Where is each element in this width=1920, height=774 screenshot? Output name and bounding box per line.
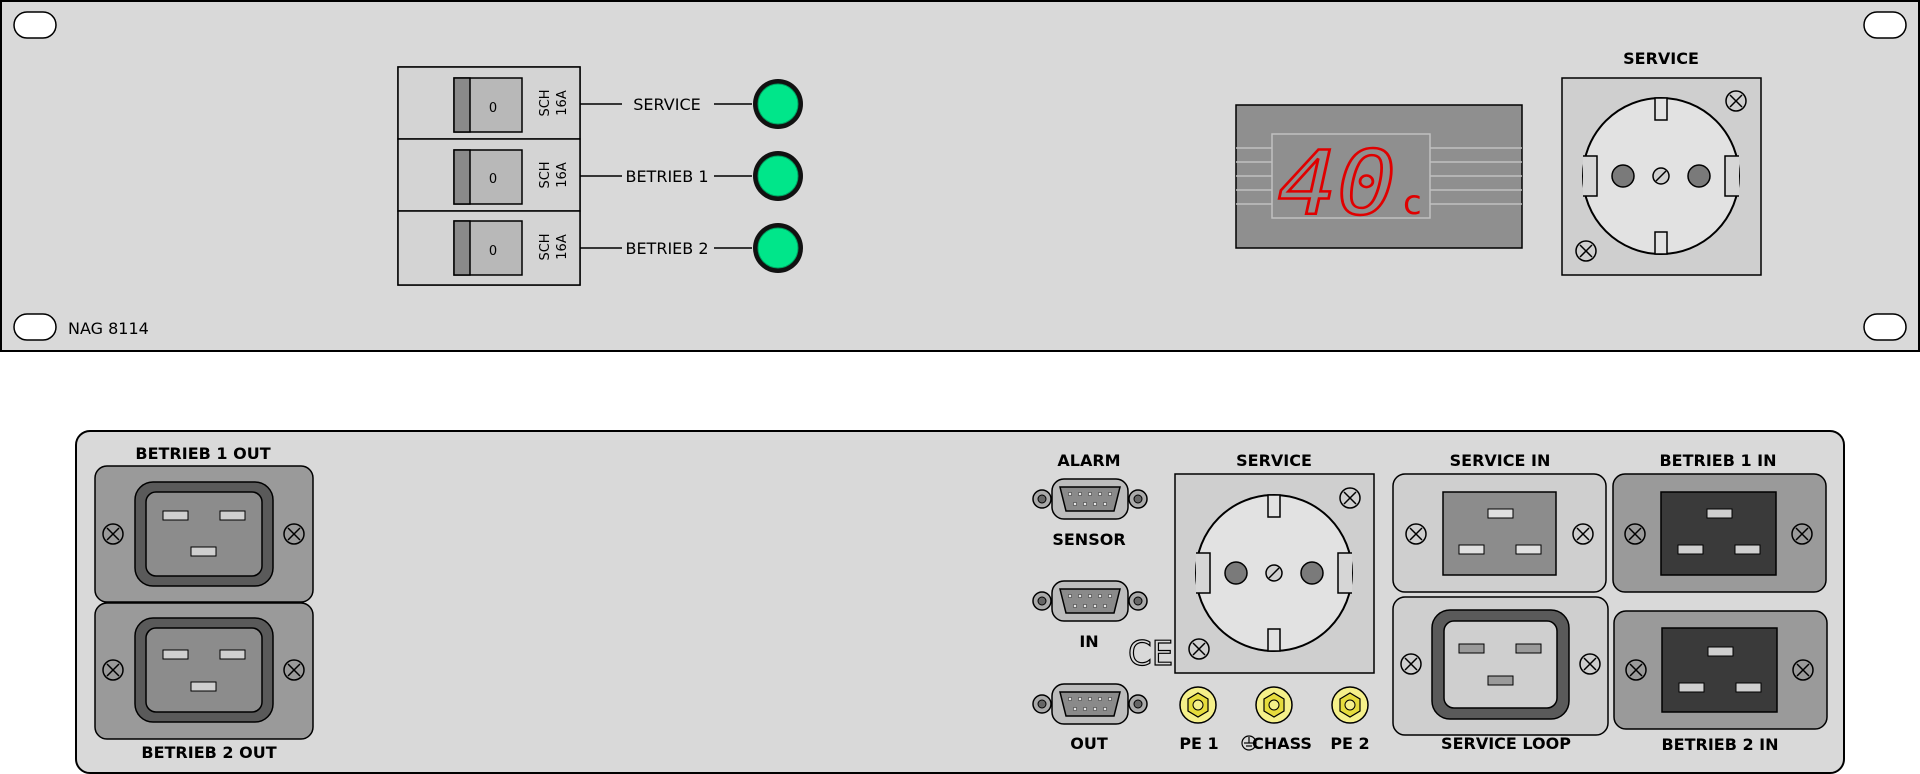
toggle-label: 0 xyxy=(489,244,497,259)
pe-1-label: PE 1 xyxy=(1179,734,1218,753)
breaker-label-betrieb-2: BETRIEB 2 xyxy=(625,239,708,258)
service-socket-label: SERVICE xyxy=(1623,49,1699,68)
betrieb-1-in-label: BETRIEB 1 IN xyxy=(1659,451,1776,470)
pe-1-terminal[interactable] xyxy=(1179,686,1217,724)
mount-hole xyxy=(13,11,57,39)
service-rear-label: SERVICE xyxy=(1236,451,1312,470)
chass-label: CHASS xyxy=(1252,734,1312,753)
model-label: NAG 8114 xyxy=(68,319,149,338)
service-socket-front[interactable] xyxy=(1561,77,1762,276)
betrieb-2-out-connector[interactable] xyxy=(94,602,314,740)
pe-2-terminal[interactable] xyxy=(1331,686,1369,724)
led-betrieb-2 xyxy=(757,227,799,269)
breaker-betrieb-2[interactable]: 0 SCH 16A xyxy=(397,210,581,286)
alarm-label: ALARM xyxy=(1057,451,1120,470)
breaker-betrieb-1[interactable]: 0 SCH 16A xyxy=(397,138,581,212)
chassis-terminal[interactable] xyxy=(1255,686,1293,724)
mount-hole xyxy=(1863,11,1907,39)
betrieb-1-out-connector[interactable] xyxy=(94,465,314,603)
front-panel: NAG 8114 0 SCH 16A 0 SCH 16A xyxy=(0,0,1920,352)
rear-panel: BETRIEB 1 OUT BETRIEB 2 OUT ALARM SENSO xyxy=(75,430,1845,774)
betrieb-2-in-label: BETRIEB 2 IN xyxy=(1661,735,1778,754)
rating-label: SCH xyxy=(538,161,553,188)
rating-label: SCH xyxy=(538,233,553,260)
service-socket-rear[interactable] xyxy=(1174,473,1375,674)
betrieb-1-out-label: BETRIEB 1 OUT xyxy=(135,444,270,463)
mount-hole xyxy=(1863,313,1907,341)
service-loop-label: SERVICE LOOP xyxy=(1441,734,1571,753)
breaker-label-service: SERVICE xyxy=(633,95,700,114)
toggle-label: 0 xyxy=(489,101,497,116)
temperature-display: 40 c xyxy=(1235,104,1523,249)
rating-label: 16A xyxy=(555,234,570,260)
breaker-bank: 0 SCH 16A 0 SCH 16A 0 SCH 16A xyxy=(397,66,581,286)
service-in-label: SERVICE IN xyxy=(1450,451,1551,470)
breaker-label-betrieb-1: BETRIEB 1 xyxy=(625,167,708,186)
betrieb-1-in-connector[interactable] xyxy=(1612,473,1827,593)
ground-icon xyxy=(1241,735,1257,751)
betrieb-2-out-label: BETRIEB 2 OUT xyxy=(141,743,276,762)
temperature-unit: c xyxy=(1403,183,1422,223)
temperature-value: 40 xyxy=(1278,132,1396,235)
sensor-label: SENSOR xyxy=(1052,530,1125,549)
rating-label: SCH xyxy=(538,89,553,116)
led-betrieb-1 xyxy=(757,155,799,197)
rating-label: 16A xyxy=(555,162,570,188)
pe-2-label: PE 2 xyxy=(1330,734,1369,753)
rating-label: 16A xyxy=(555,90,570,116)
service-loop-connector[interactable] xyxy=(1392,596,1609,736)
out-label: OUT xyxy=(1070,734,1108,753)
ce-mark: CE xyxy=(1128,634,1173,674)
betrieb-2-in-connector[interactable] xyxy=(1613,610,1828,730)
mount-hole xyxy=(13,313,57,341)
led-service xyxy=(757,83,799,125)
service-in-connector[interactable] xyxy=(1392,473,1607,593)
in-label: IN xyxy=(1079,632,1098,651)
breaker-service[interactable]: 0 SCH 16A xyxy=(397,66,581,140)
toggle-label: 0 xyxy=(489,172,497,187)
